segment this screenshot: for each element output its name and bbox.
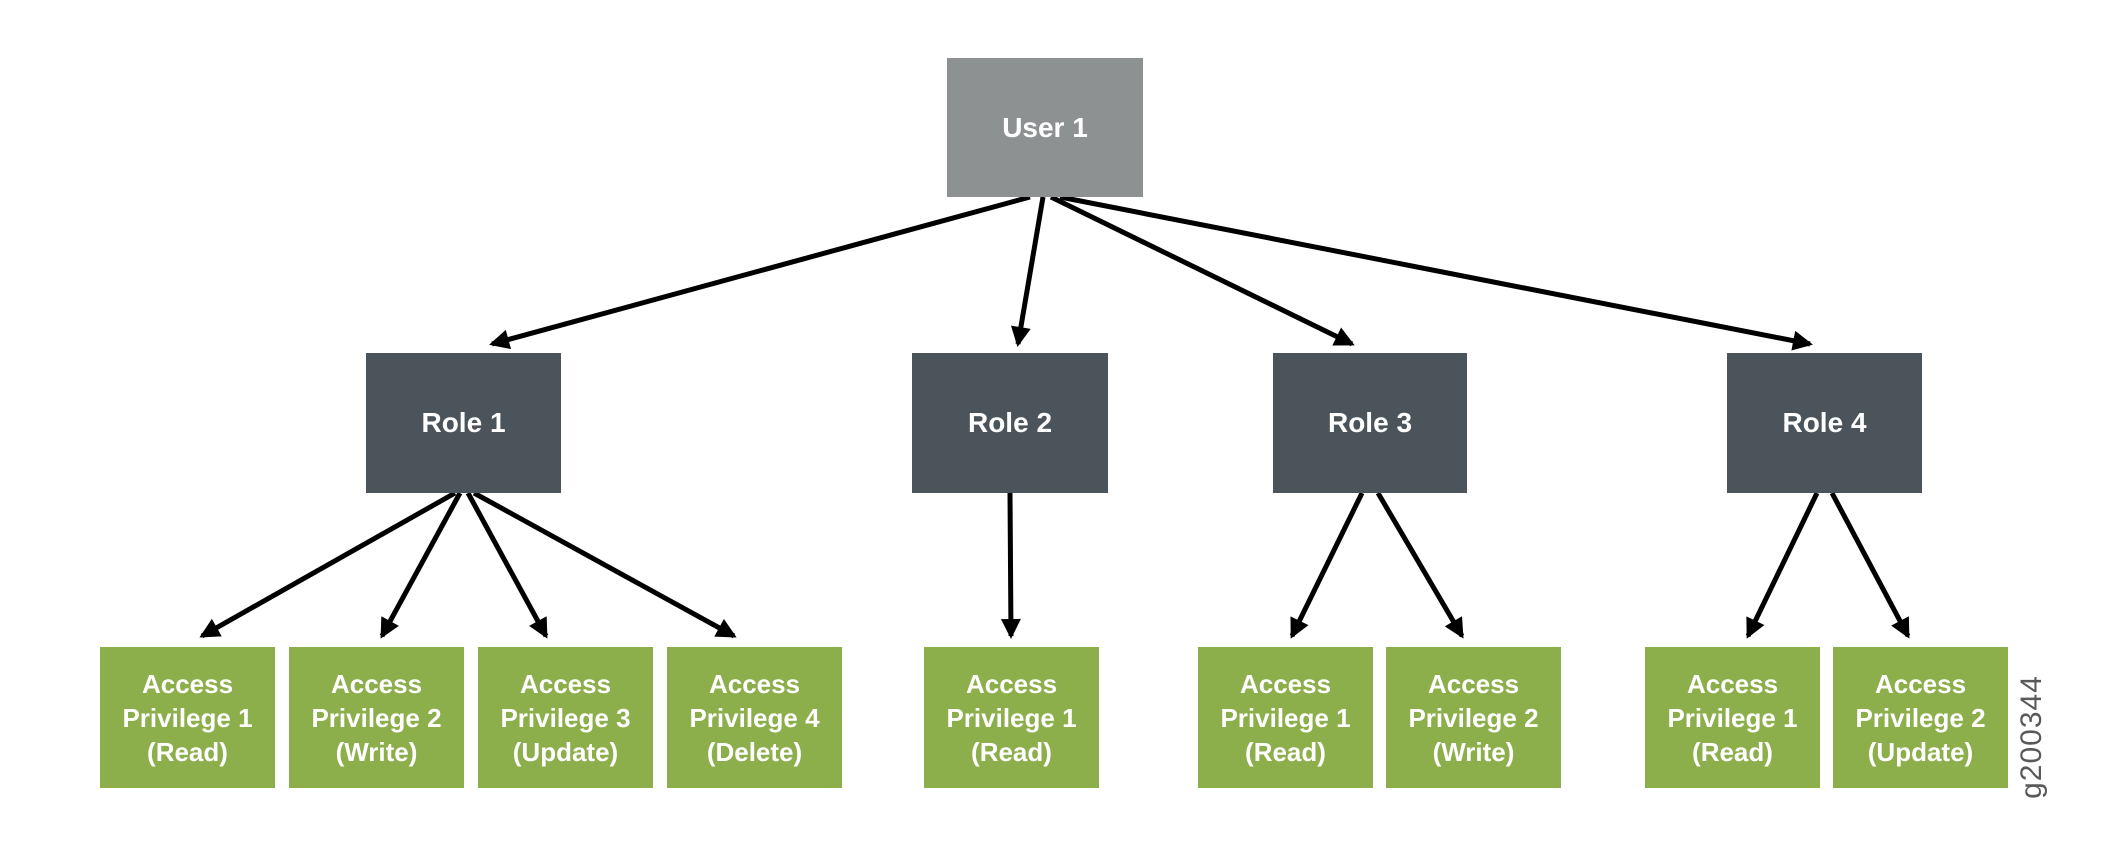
privilege-node-role4-update: Access Privilege 2 (Update) (1833, 647, 2008, 788)
privilege-label: Access Privilege 1 (Read) (946, 668, 1077, 767)
role-3-label: Role 3 (1327, 407, 1413, 438)
privilege-label: Access Privilege 2 (Write) (311, 668, 442, 767)
role-3-node: Role 3 (1273, 353, 1467, 493)
arrow-role3-to-priv1 (1289, 491, 1365, 639)
role-4-node: Role 4 (1727, 353, 1922, 493)
privilege-node-role2-read: Access Privilege 1 (Read) (924, 647, 1099, 788)
arrow-user-to-role-1 (489, 194, 1031, 350)
privilege-label: Access Privilege 1 (Read) (1667, 668, 1798, 767)
privilege-label: Access Privilege 4 (Delete) (689, 668, 820, 767)
arrow-role4-to-priv2 (1829, 491, 1911, 639)
privilege-node-role3-read: Access Privilege 1 (Read) (1198, 647, 1373, 788)
privilege-label: Access Privilege 1 (Read) (122, 668, 253, 767)
privilege-label: Access Privilege 3 (Update) (500, 668, 631, 767)
arrow-role1-to-priv4 (472, 490, 737, 639)
arrow-role1-to-priv3 (465, 491, 549, 639)
arrow-role1-to-priv2 (379, 491, 463, 639)
privilege-node-role1-read: Access Privilege 1 (Read) (100, 647, 275, 788)
privilege-node-role1-delete: Access Privilege 4 (Delete) (667, 647, 842, 788)
figure-id-label: g200344 (2015, 675, 2048, 799)
arrow-role4-to-priv1 (1745, 491, 1820, 639)
role-2-node: Role 2 (912, 353, 1108, 493)
privilege-node-role3-write: Access Privilege 2 (Write) (1386, 647, 1561, 788)
privilege-node-role1-update: Access Privilege 3 (Update) (478, 647, 653, 788)
arrow-role1-to-priv1 (199, 490, 457, 639)
privilege-label: Access Privilege 1 (Read) (1220, 668, 1351, 767)
arrow-role3-to-priv2 (1375, 491, 1465, 639)
role-2-label: Role 2 (967, 407, 1053, 438)
user-node: User 1 (947, 58, 1143, 197)
arrow-user-to-role-3 (1049, 194, 1355, 347)
arrow-role2-to-priv1 (1000, 492, 1021, 639)
arrow-user-to-role-2 (1010, 196, 1046, 347)
role-4-label: Role 4 (1782, 407, 1867, 438)
arrow-user-to-role-4 (1059, 194, 1813, 351)
privilege-node-role4-read: Access Privilege 1 (Read) (1645, 647, 1820, 788)
privilege-node-role1-write: Access Privilege 2 (Write) (289, 647, 464, 788)
user-node-label: User 1 (1002, 111, 1088, 143)
privilege-label: Access Privilege 2 (Update) (1855, 668, 1986, 767)
role-1-node: Role 1 (366, 353, 561, 493)
privilege-label: Access Privilege 2 (Write) (1408, 668, 1539, 767)
role-1-label: Role 1 (421, 407, 506, 438)
